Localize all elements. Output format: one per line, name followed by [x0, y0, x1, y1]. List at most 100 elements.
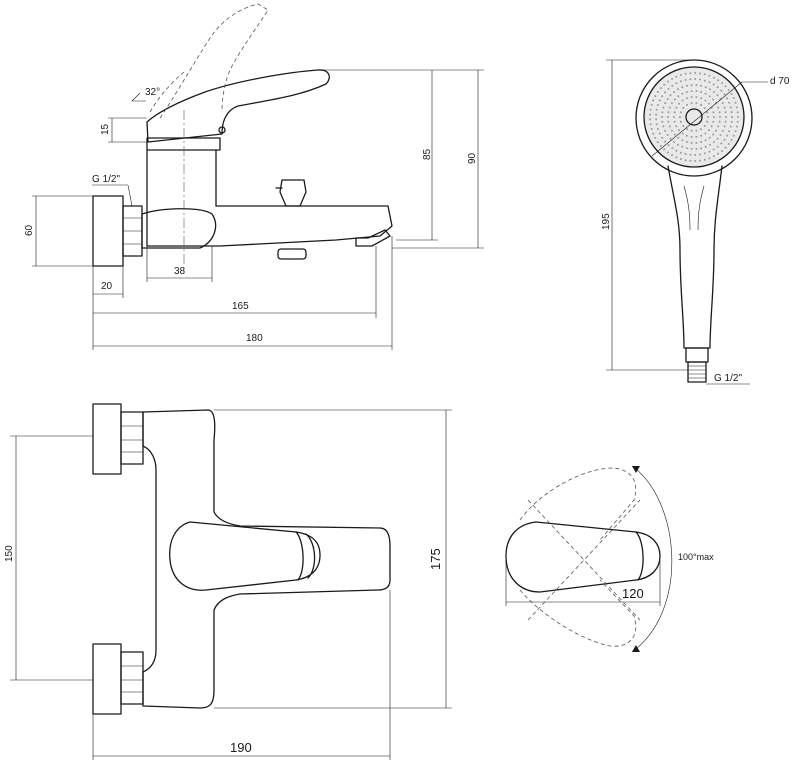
nozzle-dot — [673, 111, 676, 114]
nozzle-dot — [699, 159, 701, 162]
nozzle-dot — [667, 87, 670, 90]
nozzle-dot — [708, 157, 711, 160]
nozzle-dot — [677, 136, 680, 139]
nozzle-dot — [655, 118, 658, 121]
nozzle-dot — [668, 125, 671, 128]
nozzle-dot — [685, 84, 688, 87]
nozzle-dot — [675, 75, 678, 78]
nozzle-dot — [659, 144, 662, 147]
dim-190: 190 — [92, 590, 391, 760]
handle-rotation-view: 100°max 120 — [505, 465, 714, 653]
nozzle-dot — [695, 147, 698, 150]
nozzle-dot — [730, 93, 733, 95]
svg-text:90: 90 — [467, 152, 478, 164]
nozzle-dot — [703, 107, 706, 109]
nozzle-dot — [695, 84, 698, 87]
rotation-label: 100°max — [678, 552, 714, 562]
nozzle-dot — [700, 84, 703, 87]
nozzle-dot — [729, 106, 732, 109]
nozzle-dot — [662, 106, 665, 109]
nozzle-dot — [721, 129, 724, 132]
nozzle-dot — [710, 125, 713, 128]
nozzle-dot — [704, 139, 707, 142]
svg-text:195: 195 — [601, 213, 612, 230]
svg-text:150: 150 — [4, 545, 15, 562]
nozzle-dot — [699, 78, 702, 81]
nozzle-dot — [675, 106, 678, 109]
nozzle-dot — [695, 135, 698, 138]
svg-text:175: 175 — [428, 548, 443, 570]
nozzle-dot — [664, 91, 667, 94]
nozzle-dot — [708, 150, 711, 153]
nozzle-dot — [716, 137, 719, 140]
svg-text:15: 15 — [100, 123, 111, 135]
svg-text:20: 20 — [101, 281, 113, 292]
nozzle-dot — [724, 85, 727, 88]
nozzle-dot — [717, 79, 720, 82]
nozzle-dot — [649, 123, 652, 126]
nozzle-dot — [726, 134, 729, 137]
nozzle-dot — [649, 113, 652, 116]
nozzle-dot — [694, 160, 697, 162]
nozzle-dot — [649, 118, 652, 121]
nozzle-dot — [690, 84, 693, 87]
nozzle-dot — [695, 90, 698, 93]
nozzle-dot — [736, 120, 739, 123]
nozzle-dot — [690, 141, 693, 144]
shower-center-disc — [685, 108, 703, 126]
nozzle-dot — [694, 154, 697, 156]
shower-neck — [685, 347, 709, 363]
nozzle-dot — [666, 80, 669, 83]
nozzle-dot — [659, 87, 662, 90]
lever-top — [169, 521, 321, 591]
diverter-knob — [279, 179, 307, 207]
nozzle-dot — [673, 116, 675, 118]
nozzle-dot — [684, 153, 687, 155]
nozzle-dot — [734, 101, 737, 104]
nozzle-dot — [732, 97, 735, 100]
nozzle-dot — [663, 83, 666, 86]
nozzle-dot — [654, 136, 657, 139]
nozzle-dot — [685, 134, 688, 137]
nozzle-dot — [719, 116, 721, 118]
nozzle-dot — [679, 116, 681, 118]
nozzle-dot — [690, 135, 693, 138]
nozzle-dot — [690, 129, 693, 132]
nozzle-dot — [730, 111, 733, 114]
nozzle-dot — [655, 113, 658, 116]
nozzle-dot — [723, 93, 726, 96]
nozzle-dot — [679, 158, 682, 160]
nozzle-dot — [689, 153, 692, 156]
lever-handle — [146, 69, 330, 143]
nozzle-dot — [736, 111, 739, 114]
nozzle-dot — [671, 147, 674, 150]
nozzle-dot — [703, 152, 706, 155]
nozzle-dot — [679, 74, 682, 76]
nozzle-dot — [712, 76, 715, 79]
nozzle-dot — [724, 146, 727, 149]
svg-text:180: 180 — [246, 333, 263, 344]
nozzle-dot — [678, 102, 680, 105]
nozzle-dot — [689, 72, 692, 75]
nozzle-dot — [723, 106, 726, 109]
shower-thread — [687, 361, 707, 383]
nozzle-dot — [699, 72, 701, 75]
nozzle-dot — [685, 97, 688, 100]
dim-175: 175 — [214, 409, 452, 709]
svg-text:190: 190 — [230, 740, 252, 755]
nozzle-dot — [713, 141, 715, 143]
nozzle-dot — [712, 98, 715, 101]
nozzle-dot — [656, 141, 659, 144]
spout-body — [146, 205, 393, 247]
nozzle-dot — [708, 102, 710, 105]
nozzle-dot — [661, 111, 664, 114]
nozzle-dot — [735, 125, 738, 128]
nozzle-dot — [716, 94, 719, 97]
nozzle-dot — [664, 140, 667, 143]
nozzle-dot — [661, 95, 664, 98]
nozzle-dot — [718, 111, 721, 114]
nozzle-dot — [706, 111, 709, 114]
nozzle-dot — [708, 95, 711, 98]
nozzle-dot — [708, 136, 711, 139]
